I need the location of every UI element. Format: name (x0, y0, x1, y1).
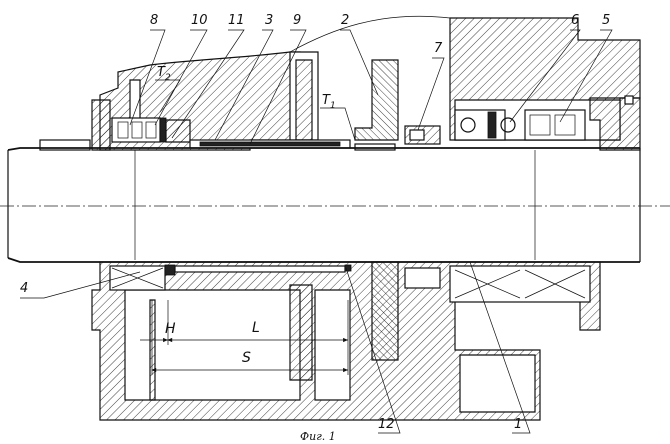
callout-5: 5 (602, 13, 610, 28)
left-seal-assembly (39, 99, 191, 151)
callout-7: 7 (434, 41, 443, 56)
callout-3: 3 (265, 13, 273, 28)
bearing-upper (454, 109, 586, 141)
sleeve-key (189, 139, 396, 151)
temp-t2: T2 (157, 65, 171, 83)
dim-s: S (242, 350, 251, 366)
figure-caption: Фиг. 1 (300, 430, 336, 443)
callout-9: 9 (293, 13, 301, 28)
end-cap-right (589, 95, 641, 151)
dimension-lines (140, 300, 349, 375)
bearing-lower (109, 264, 591, 303)
gear-wheel-lower (289, 261, 399, 381)
spacer-7 (404, 125, 441, 145)
leader-lines (20, 29, 613, 434)
callout-8: 8 (150, 13, 158, 28)
dim-h: H (165, 321, 176, 337)
temp-t1: T1 (322, 93, 336, 111)
callout-1: 1 (514, 417, 522, 432)
callout-12: 12 (378, 417, 395, 432)
callout-4: 4 (20, 281, 28, 296)
callout-10: 10 (191, 13, 208, 28)
dim-l: L (252, 320, 260, 336)
callout-6: 6 (571, 13, 579, 28)
callout-2: 2 (341, 13, 349, 28)
callout-11: 11 (228, 13, 245, 28)
gear-wheel-upper (289, 51, 399, 141)
shaft (0, 147, 670, 263)
